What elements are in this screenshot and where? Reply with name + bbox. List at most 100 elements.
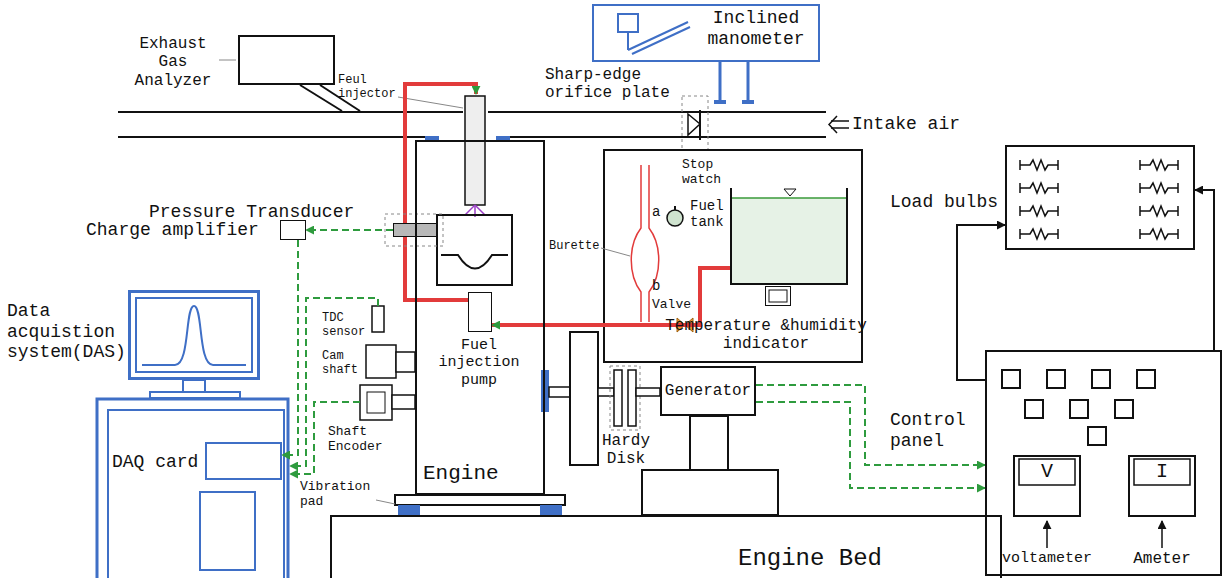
manometer-leg: [719, 62, 722, 100]
bulb-symbol: [1140, 183, 1178, 193]
switch: [1002, 370, 1020, 388]
shaft-encoder: [367, 392, 385, 413]
node-text: Charge amplifier: [86, 220, 276, 241]
leader-line: [601, 248, 630, 256]
pipe-wall: [118, 111, 463, 113]
fuel-tank: Fuel tank: [730, 188, 848, 285]
intake-air-label: Intake air: [852, 114, 972, 135]
cylinder: [437, 215, 512, 285]
stopwatch: [667, 210, 683, 226]
power-wire: [957, 225, 1005, 380]
node-text: Data acquistion system(DAS): [7, 301, 127, 363]
shaft-encoder: [360, 385, 392, 420]
indicator-display: [769, 290, 787, 302]
node-text: Control panel: [890, 410, 970, 451]
transducer-frame: [385, 214, 443, 246]
fuel: [732, 198, 846, 283]
shaft: [636, 388, 660, 396]
tdc-sensor-label: TDC sensor: [322, 312, 368, 340]
signal-wire: [306, 229, 393, 231]
fuel-injector: [465, 96, 485, 205]
manometer-reservoir: [618, 14, 638, 32]
orifice-housing: [682, 96, 708, 150]
camshaft: [396, 352, 415, 372]
shaft: [549, 387, 570, 397]
daq-card: DAQ card: [205, 442, 282, 480]
node-text: Temperature &humidity indicator: [661, 317, 871, 354]
signal-wire: [756, 402, 985, 488]
burette-mark: b: [652, 278, 664, 294]
signal-wire: [756, 385, 985, 465]
fuel-spray: [465, 205, 475, 215]
control-panel: Control panelVvoltameterIAmeter: [985, 350, 1222, 576]
load-bulb-bank: Load bulbs: [1005, 145, 1195, 250]
node-text: I: [1130, 460, 1194, 483]
leader-arrow: [1046, 521, 1048, 548]
generator-stand: [690, 416, 728, 470]
hardy-disk-frame: [610, 366, 640, 430]
switch: [1025, 400, 1043, 418]
node-text: Pressure Transducer: [149, 202, 369, 223]
computer-tower: [97, 399, 288, 578]
engine-block: Engine Fuel injection pump: [415, 140, 545, 495]
bulb-symbol: [1020, 229, 1058, 239]
manometer-leg: [747, 62, 750, 100]
switch: [1092, 370, 1110, 388]
fuel-injection-pump: Fuel injection pump: [468, 292, 492, 332]
fuel-line: [492, 268, 730, 325]
switch: [1070, 400, 1088, 418]
monitor-stand: [150, 392, 240, 398]
power-wire: [1195, 190, 1214, 350]
encoder-label: Shaft Encoder: [328, 425, 388, 455]
pipe-wall: [508, 136, 826, 138]
camshaft-label: Cam shaft: [322, 350, 362, 378]
vibration-pad: [398, 505, 420, 515]
stopwatch-label: Stop watch: [682, 158, 732, 188]
intake-arrow: [829, 116, 849, 133]
manometer-box: Inclined manometer: [592, 4, 820, 62]
bulb-symbol: [1020, 206, 1058, 216]
monitor-screen: [136, 298, 252, 372]
valve-label: Valve: [652, 298, 694, 313]
piston-bowl: [441, 255, 508, 269]
voltmeter: Vvoltameter: [1013, 455, 1081, 517]
manometer-foot: [714, 100, 726, 104]
leader-line: [376, 500, 395, 504]
manometer-tube: [627, 32, 629, 50]
vibration-pad-label: Vibration pad: [300, 480, 375, 510]
manometer-tube: [632, 27, 690, 54]
node-text: Fuel tank: [690, 198, 730, 230]
switch: [1088, 427, 1106, 445]
level-mark: [784, 189, 796, 196]
node-text: Fuel injection pump: [427, 337, 531, 389]
node-text: Generator: [662, 382, 754, 400]
hardy-disk: [614, 370, 622, 426]
bulb-symbol: [1140, 160, 1178, 170]
computer-tower: [108, 410, 284, 578]
bulb-symbol: [1020, 183, 1058, 193]
leader-line: [398, 97, 463, 108]
coupling-flange: [541, 370, 549, 412]
shaft-encoder: [392, 395, 415, 409]
node-text: V: [1015, 460, 1079, 483]
temperature-humidity-indicator: Temperature &humidity indicator: [765, 286, 791, 306]
node-text: voltameter: [1001, 550, 1093, 567]
shaft: [598, 388, 614, 396]
node-text: Engine: [423, 462, 533, 486]
orifice-plate: [688, 114, 700, 135]
stopwatch: [674, 206, 676, 210]
switch: [1115, 400, 1133, 418]
node-text: Engine Bed: [738, 545, 898, 573]
bulb-symbol: [1020, 160, 1058, 170]
pipe-wall: [488, 111, 826, 113]
switch: [1047, 370, 1065, 388]
analyzer-probe: [300, 85, 342, 111]
das-monitor: Data acquistion system(DAS): [128, 290, 260, 380]
charge-amplifier: Charge amplifier: [280, 220, 306, 240]
intake-arrow: [829, 116, 837, 133]
orifice-plate: [699, 110, 701, 140]
switch-group: [1002, 370, 1155, 445]
hardy-disk: [628, 370, 636, 426]
generator-base: [642, 470, 778, 515]
